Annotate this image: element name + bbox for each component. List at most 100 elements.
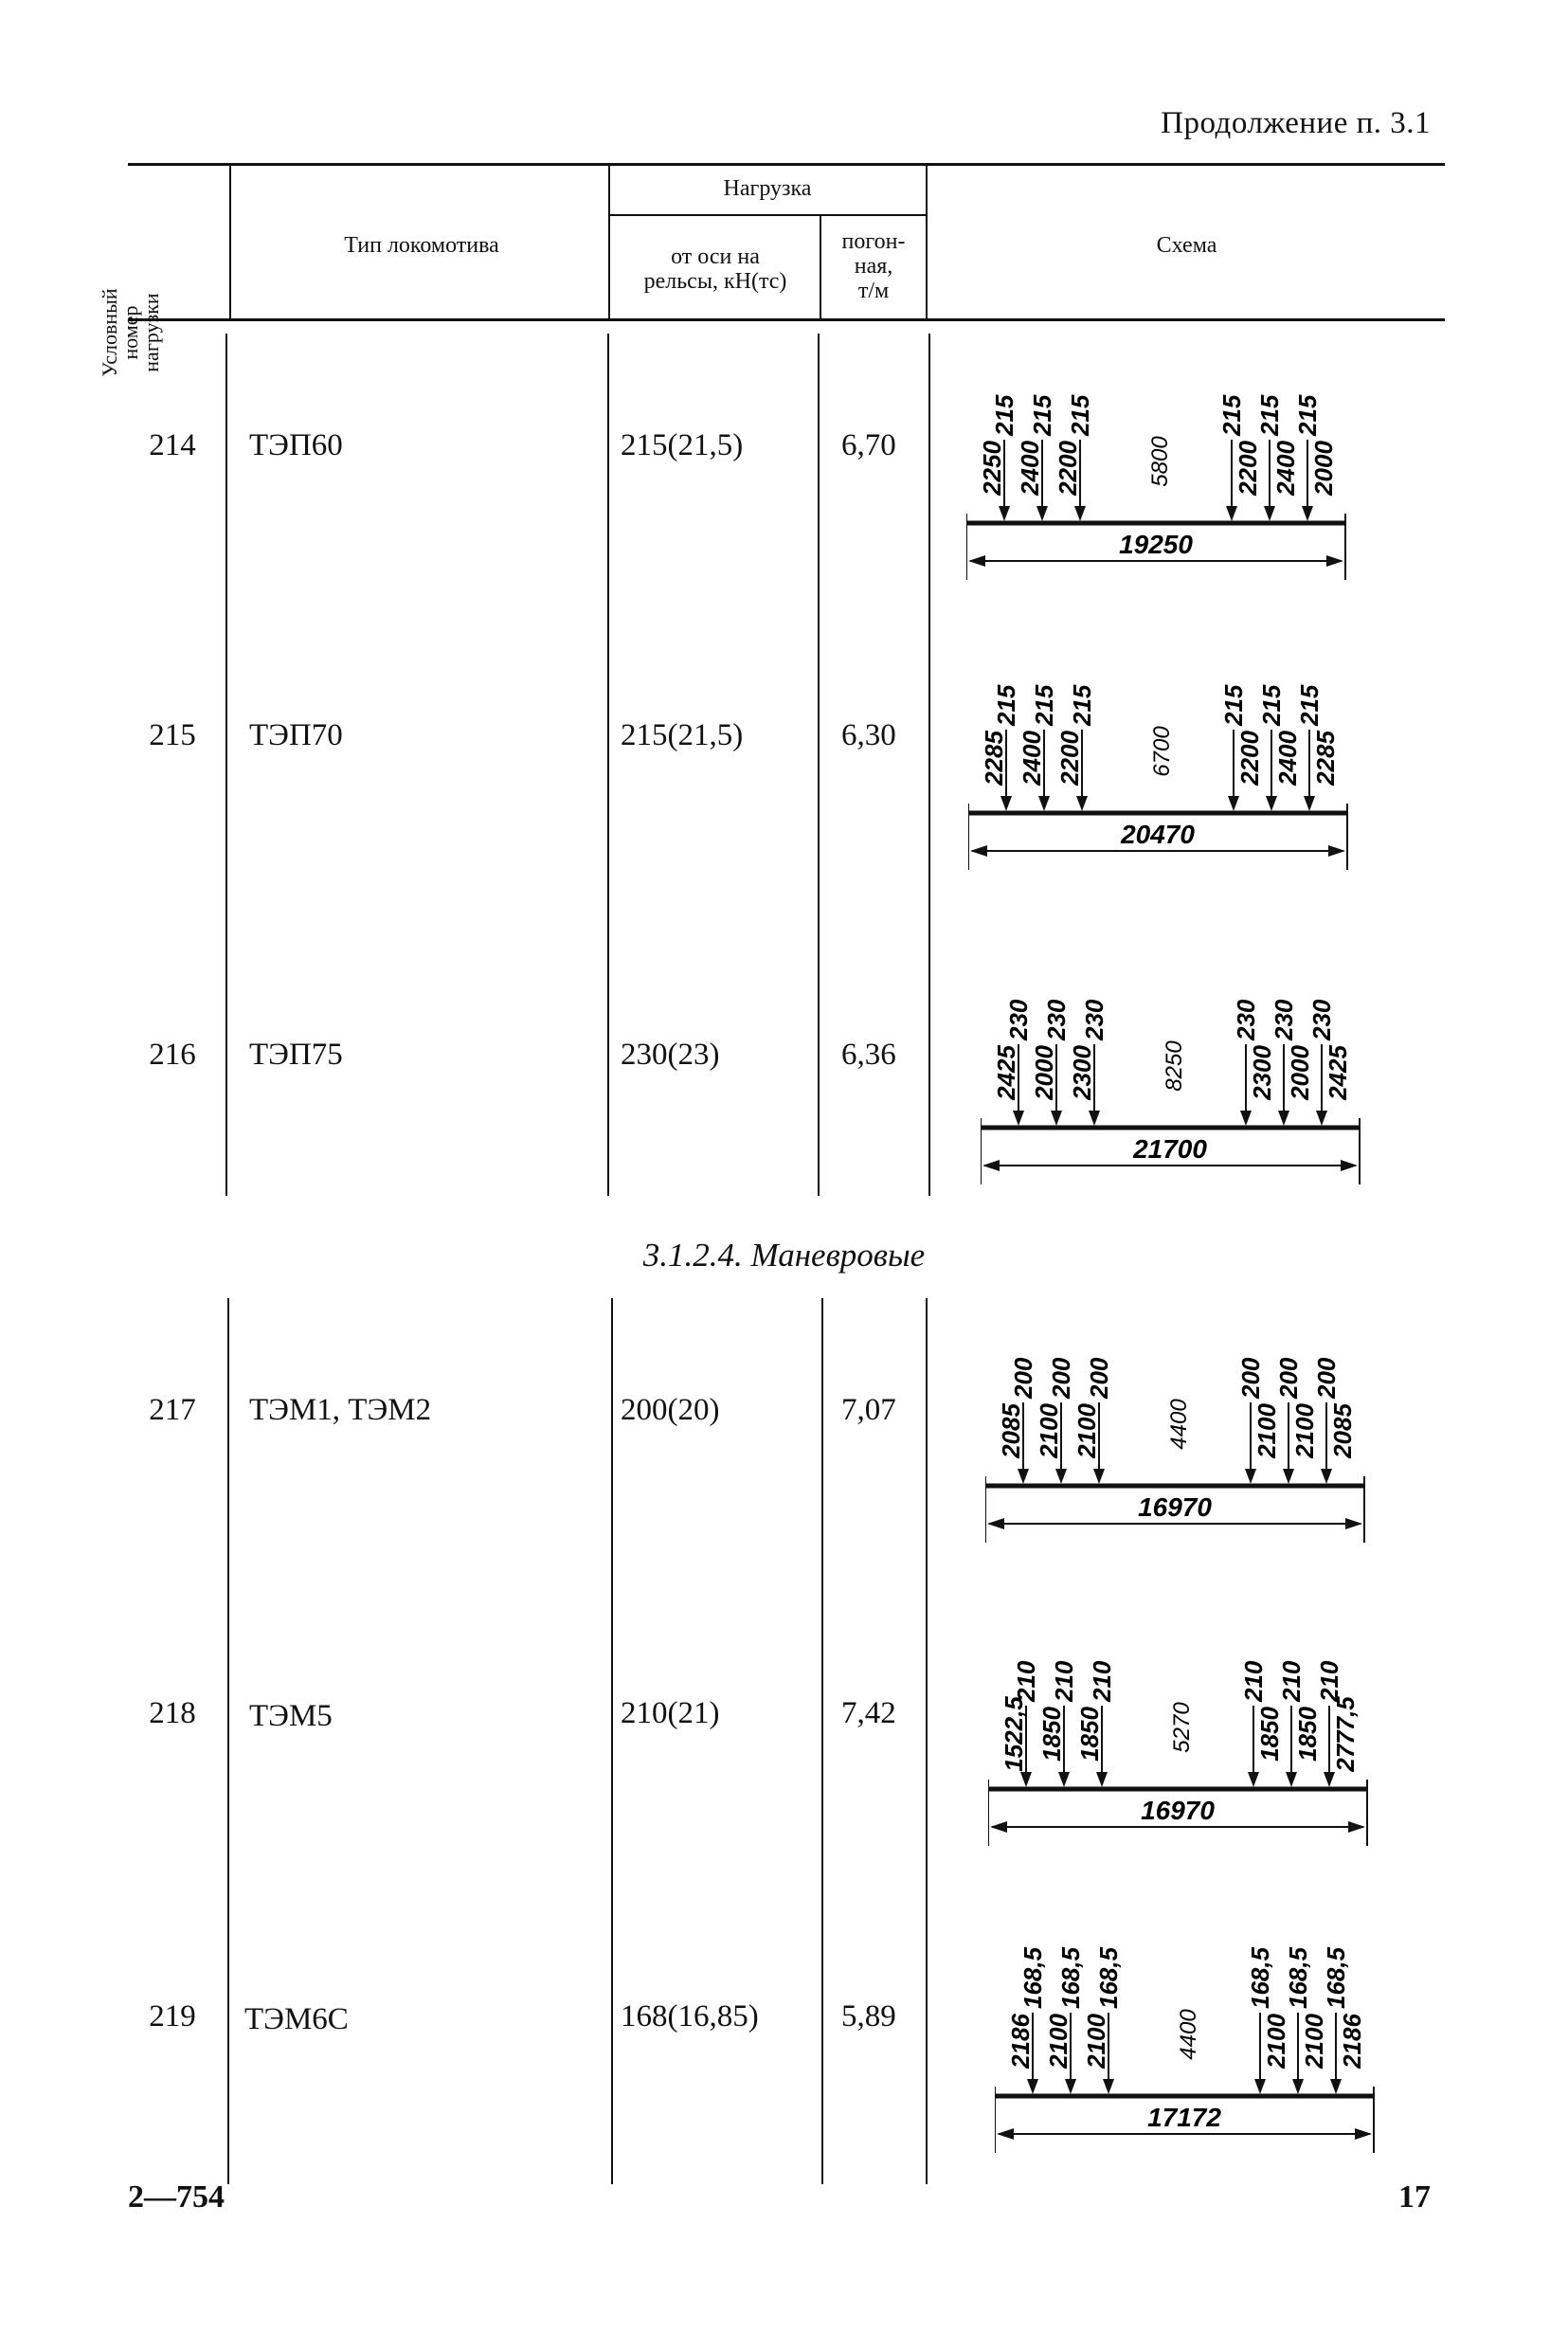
total-length: 20470	[1120, 820, 1195, 849]
axle-arrowhead	[1020, 1772, 1032, 1787]
axle-load-value: 215	[1293, 394, 1322, 437]
axle-arrowhead	[1093, 1469, 1105, 1484]
axle-arrowhead	[1302, 506, 1313, 521]
axle-arrowhead	[1240, 1111, 1252, 1126]
axle-arrowhead	[1036, 506, 1048, 521]
axle-load-value: 168,5	[1284, 1946, 1312, 2009]
axle-arrowhead	[1074, 506, 1086, 521]
loco-type: ТЭП70	[249, 718, 343, 752]
linear-load: 7,07	[841, 1393, 896, 1427]
span-length: 2777,5	[1331, 1696, 1360, 1773]
axle-arrowhead	[1248, 1772, 1259, 1787]
span-length: 8250	[1162, 1040, 1187, 1092]
axle-arrowhead	[1027, 2079, 1038, 2094]
dimension-arrow-left	[968, 555, 985, 567]
axle-arrowhead	[1018, 1469, 1029, 1484]
span-length: 1850	[1037, 1707, 1066, 1762]
axle-load-value: 168,5	[1018, 1946, 1047, 2009]
continuation-label: Продолжение п. 3.1	[1161, 106, 1431, 140]
span-length: 1522,5	[1000, 1696, 1028, 1772]
axle-arrowhead	[1266, 796, 1277, 811]
axle-arrowhead	[1321, 1469, 1332, 1484]
loco-type: ТЭП60	[249, 428, 343, 462]
axle-arrowhead	[1051, 1111, 1062, 1126]
axle-arrowhead	[1000, 796, 1012, 811]
dimension-arrow-right	[1326, 555, 1343, 567]
axle-load-value: 210	[1315, 1660, 1343, 1703]
axle-load-value: 200	[1009, 1357, 1037, 1400]
span-length: 4400	[1166, 1399, 1192, 1450]
axle-arrowhead	[1264, 506, 1275, 521]
axle-load-value: 168,5	[1246, 1946, 1274, 2009]
span-length: 1850	[1293, 1707, 1322, 1762]
axle-load-value: 200	[1312, 1357, 1341, 1400]
span-length: 2300	[1248, 1045, 1276, 1101]
total-length: 21700	[1132, 1134, 1207, 1164]
axle-load-value: 215	[1066, 394, 1094, 437]
dimension-arrow-right	[1348, 1821, 1365, 1833]
header-loco-type: Тип локомотива	[344, 233, 499, 258]
axle-load: 215(21,5)	[621, 718, 744, 752]
span-length: 4400	[1176, 2009, 1201, 2060]
axle-load-value: 200	[1274, 1357, 1303, 1400]
loco-type: ТЭМ1, ТЭМ2	[249, 1393, 432, 1427]
span-length: 5800	[1147, 436, 1173, 487]
span-length: 2400	[1016, 441, 1044, 497]
span-length: 2285	[980, 731, 1008, 786]
axle-load-value: 230	[1004, 999, 1033, 1041]
axle-load-value: 215	[992, 684, 1020, 727]
span-length: 2425	[1324, 1045, 1352, 1101]
axle-load-value: 168,5	[1094, 1946, 1123, 2009]
axle-arrowhead	[999, 506, 1010, 521]
axle-arrowhead	[1278, 1111, 1289, 1126]
dimension-arrow-left	[970, 845, 987, 857]
dimension-arrow-right	[1341, 1160, 1358, 1171]
axle-load-value: 230	[1270, 999, 1298, 1041]
axle-load-value: 230	[1080, 999, 1108, 1041]
axle-load-value: 215	[1030, 684, 1058, 727]
axle-load-value: 230	[1042, 999, 1071, 1041]
span-length: 1850	[1255, 1707, 1284, 1762]
header-load: Нагрузка	[723, 176, 812, 201]
span-length: 2000	[1309, 441, 1338, 497]
axle-load-value: 200	[1236, 1357, 1265, 1400]
axle-arrowhead	[1292, 2079, 1304, 2094]
span-length: 2100	[1035, 1403, 1063, 1459]
axle-load-value: 215	[990, 394, 1018, 437]
axle-load-value: 230	[1232, 999, 1260, 1041]
total-length: 16970	[1141, 1796, 1215, 1825]
row-number: 218	[149, 1696, 196, 1730]
row-number: 217	[149, 1393, 196, 1427]
axle-arrowhead	[1065, 2079, 1076, 2094]
span-length: 2100	[1253, 1403, 1281, 1459]
span-length: 2100	[1082, 2014, 1110, 2070]
page-number: 17	[1398, 2179, 1431, 2214]
header-scheme: Схема	[1156, 233, 1217, 258]
axle-arrowhead	[1055, 1469, 1067, 1484]
axle-load-value: 215	[1295, 684, 1324, 727]
span-length: 2200	[1055, 731, 1084, 786]
axle-arrowhead	[1038, 796, 1050, 811]
row-number: 214	[149, 428, 196, 462]
axle-load-value: 215	[1217, 394, 1246, 437]
footer-code: 2—754	[128, 2179, 225, 2214]
axle-arrowhead	[1304, 796, 1315, 811]
dimension-arrow-left	[987, 1518, 1004, 1529]
axle-load-value: 210	[1239, 1660, 1268, 1703]
dimension-arrow-right	[1328, 845, 1345, 857]
axle-arrowhead	[1330, 2079, 1342, 2094]
span-length: 2200	[1234, 441, 1262, 497]
linear-load: 6,30	[841, 718, 896, 752]
axle-load-value: 215	[1219, 684, 1248, 727]
linear-load: 6,36	[841, 1038, 896, 1072]
span-length: 2085	[1328, 1403, 1357, 1459]
span-length: 5270	[1169, 1702, 1195, 1753]
total-length: 19250	[1119, 530, 1193, 559]
axle-arrowhead	[1096, 1772, 1108, 1787]
row-number: 219	[149, 1999, 196, 2034]
span-length: 2100	[1262, 2014, 1290, 2070]
span-length: 2100	[1072, 1403, 1101, 1459]
axle-arrowhead	[1228, 796, 1239, 811]
